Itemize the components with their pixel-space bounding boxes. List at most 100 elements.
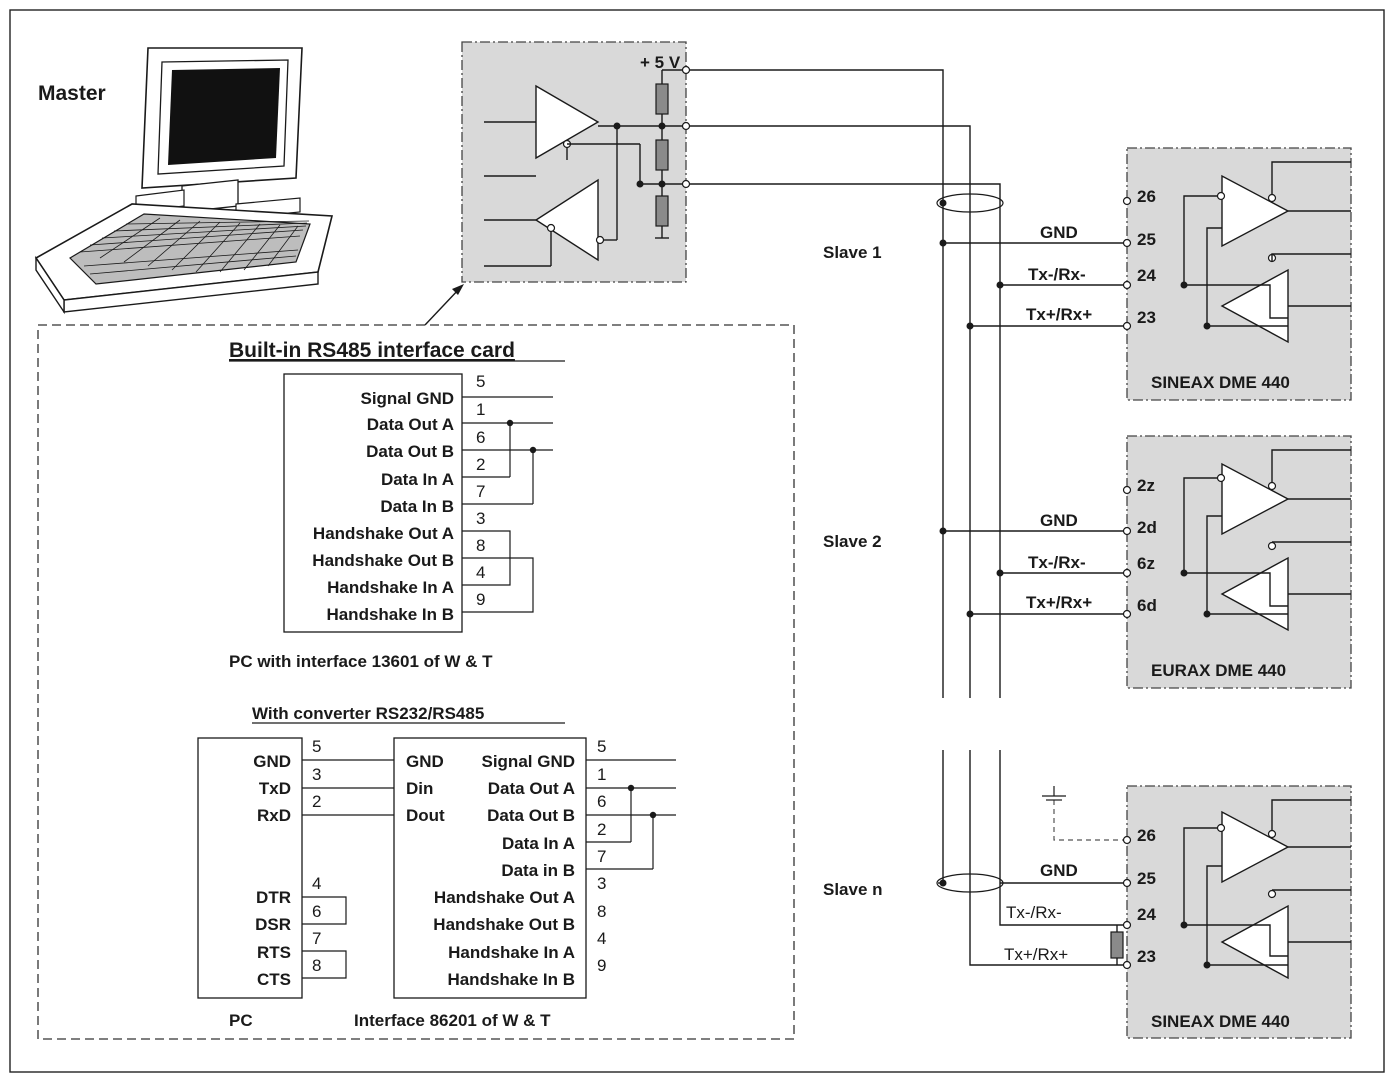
svg-text:4: 4 [476,563,485,582]
card-receiver-symbol [534,178,599,262]
slave-2-txp-label: Tx+/Rx+ [1026,593,1092,612]
svg-text:6z: 6z [1137,554,1155,573]
svg-text:2d: 2d [1137,518,1157,537]
svg-text:Data Out B: Data Out B [366,442,454,461]
svg-text:7: 7 [476,482,485,501]
rs485-driver-card [461,41,687,283]
svg-text:9: 9 [476,590,485,609]
shield-earth-link [1053,800,1127,841]
svg-text:Data Out A: Data Out A [488,779,575,798]
svg-text:6: 6 [476,428,485,447]
svg-text:Handshake In A: Handshake In A [327,578,454,597]
svg-text:1: 1 [597,765,606,784]
earth-icon [1042,786,1066,801]
converter-right-labels: Signal GND Data Out A Data Out B Data In… [433,752,575,989]
svg-text:Handshake In B: Handshake In B [326,605,454,624]
converter-box [393,737,587,999]
svg-text:4: 4 [312,874,321,893]
svg-text:7: 7 [597,847,606,866]
svg-text:3: 3 [476,509,485,528]
svg-text:1: 1 [476,400,485,419]
slave-2-label: Slave 2 [823,532,882,551]
svg-text:Handshake Out A: Handshake Out A [434,888,575,907]
svg-text:2: 2 [312,792,321,811]
svg-text:6d: 6d [1137,596,1157,615]
converter-caption: Interface 86201 of W & T [354,1011,551,1030]
svg-text:Dout: Dout [406,806,445,825]
slave-n-device-name: SINEAX DME 440 [1151,1012,1290,1031]
svg-text:2: 2 [476,455,485,474]
svg-text:26: 26 [1137,187,1156,206]
outer-frame [9,9,1385,1073]
svg-text:Din: Din [406,779,433,798]
svg-text:Handshake Out B: Handshake Out B [312,551,454,570]
svg-text:Handshake Out A: Handshake Out A [313,524,454,543]
svg-text:23: 23 [1137,308,1156,327]
svg-text:23: 23 [1137,947,1156,966]
card-pin-numbers: 5 1 6 2 7 3 8 4 9 [476,372,485,609]
master-label: Master [38,82,106,105]
converter-title: With converter RS232/RS485 [252,704,484,723]
interface-options-box [37,324,795,1040]
svg-text:DSR: DSR [255,915,291,934]
slave-1-txm-label: Tx-/Rx- [1028,265,1086,284]
pc-connector-box [197,737,303,999]
svg-text:RTS: RTS [257,943,291,962]
pc-pin-wires [302,759,394,979]
svg-text:9: 9 [597,956,606,975]
card-pin-wires [462,396,553,613]
converter-pin-wires [586,759,676,870]
svg-text:25: 25 [1137,230,1156,249]
pc-caption: PC [229,1011,253,1030]
termination-resistor [1110,931,1124,959]
svg-text:2z: 2z [1137,476,1155,495]
svg-text:6: 6 [597,792,606,811]
svg-text:7: 7 [312,929,321,948]
laptop-icon [34,47,334,315]
svg-text:Data In B: Data In B [380,497,454,516]
bus-cables [690,69,1127,966]
converter-left-labels: GND Din Dout [406,752,445,825]
slave-1-label: Slave 1 [823,243,882,262]
card-caption: PC with interface 13601 of W & T [229,652,493,671]
card-title: Built-in RS485 interface card [229,339,515,362]
svg-text:24: 24 [1137,266,1156,285]
svg-text:Handshake In B: Handshake In B [447,970,575,989]
slave-n-txm-label: Tx-/Rx- [1006,903,1062,922]
svg-text:Handshake Out B: Handshake Out B [433,915,575,934]
svg-text:Signal GND: Signal GND [481,752,575,771]
slave-1-txp-label: Tx+/Rx+ [1026,305,1092,324]
svg-text:Data in B: Data in B [501,861,575,880]
svg-text:CTS: CTS [257,970,291,989]
slave-2-device-name: EURAX DME 440 [1151,661,1286,680]
slave-1-device-name: SINEAX DME 440 [1151,373,1290,392]
svg-text:2: 2 [597,820,606,839]
slave-1-gnd-label: GND [1040,223,1078,242]
svg-text:5: 5 [476,372,485,391]
slave-2-gnd-label: GND [1040,511,1078,530]
supply-label: + 5 V [640,53,681,72]
svg-text:8: 8 [312,956,321,975]
svg-text:24: 24 [1137,905,1156,924]
svg-text:8: 8 [597,902,606,921]
svg-text:Data In A: Data In A [502,834,575,853]
slave-n-label: Slave n [823,880,883,899]
svg-text:5: 5 [312,737,321,756]
card-connector-box [283,373,463,633]
svg-text:Data Out A: Data Out A [367,415,454,434]
slave-n-txp-label: Tx+/Rx+ [1004,945,1068,964]
svg-text:3: 3 [312,765,321,784]
svg-text:TxD: TxD [259,779,291,798]
slave-2-txm-label: Tx-/Rx- [1028,553,1086,572]
svg-text:RxD: RxD [257,806,291,825]
pc-pin-numbers: 5 3 2 4 6 7 8 [312,737,321,975]
svg-text:25: 25 [1137,869,1156,888]
svg-text:Signal GND: Signal GND [360,389,454,408]
svg-text:DTR: DTR [256,888,291,907]
svg-text:5: 5 [597,737,606,756]
svg-text:Data In A: Data In A [381,470,454,489]
svg-text:6: 6 [312,902,321,921]
svg-text:GND: GND [253,752,291,771]
svg-text:GND: GND [406,752,444,771]
